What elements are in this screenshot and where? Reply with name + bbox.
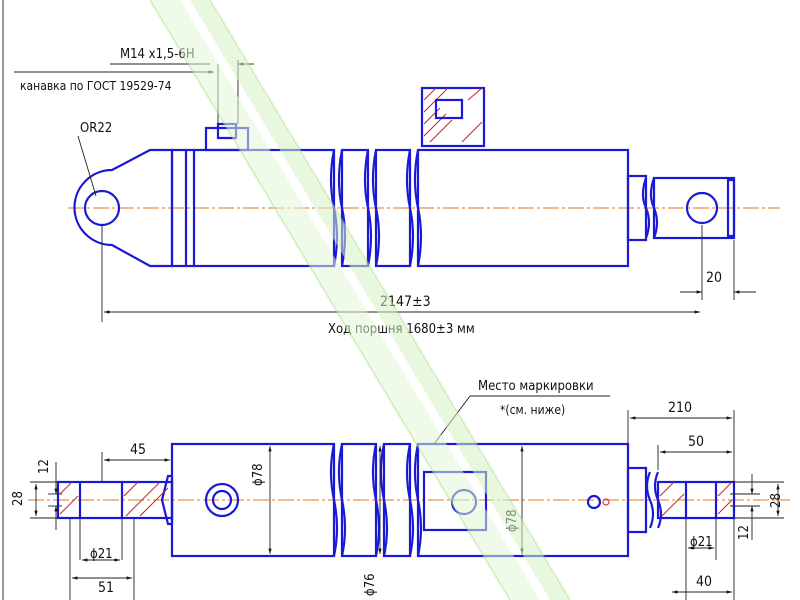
right-clevis-hatching [659,481,733,517]
radius-label: OR22 [80,121,112,136]
dim-50: 50 [688,434,704,450]
left-clevis-hatching [59,481,169,517]
dim-45: 45 [130,442,146,458]
right-eye-hole [685,191,719,225]
dim-51: 51 [98,580,114,596]
dim-210: 210 [668,400,692,416]
valve-bore [434,98,464,120]
marking-note: *(см. ниже) [500,403,565,417]
dim-40: 40 [696,574,712,590]
dim-phi21-right: ϕ21 [690,535,713,550]
dim-12-right: 12 [737,525,752,540]
valve-boss-hatching [423,87,483,143]
dim-28-right: 28 [769,493,784,508]
dim-28-left: 28 [11,491,26,506]
watermark-band [149,0,571,600]
dim-phi76: ϕ76 [363,573,378,596]
marking-label: Место маркировки [478,379,594,394]
dim-phi78-left: ϕ78 [251,463,266,486]
groove-label: канавка по ГОСТ 19529-74 [20,79,172,93]
dim-12-left: 12 [37,459,52,474]
thread-label: М14 х1,5-6Н [120,47,195,62]
radius-leader [77,135,97,197]
dim-20: 20 [706,270,722,286]
bottom-view: Место маркировки *(см. ниже) 210 50 45 2… [11,379,790,600]
valve-boss [420,86,486,148]
left-port [204,482,240,518]
left-clevis [73,148,174,268]
dim-phi21-left: ϕ21 [90,547,113,562]
right-clevis-plan [656,480,736,520]
bleed-screw [586,494,602,510]
top-view: OR22 М14 х1,5-6Н канавка по ГОСТ 19529-7… [14,47,780,337]
